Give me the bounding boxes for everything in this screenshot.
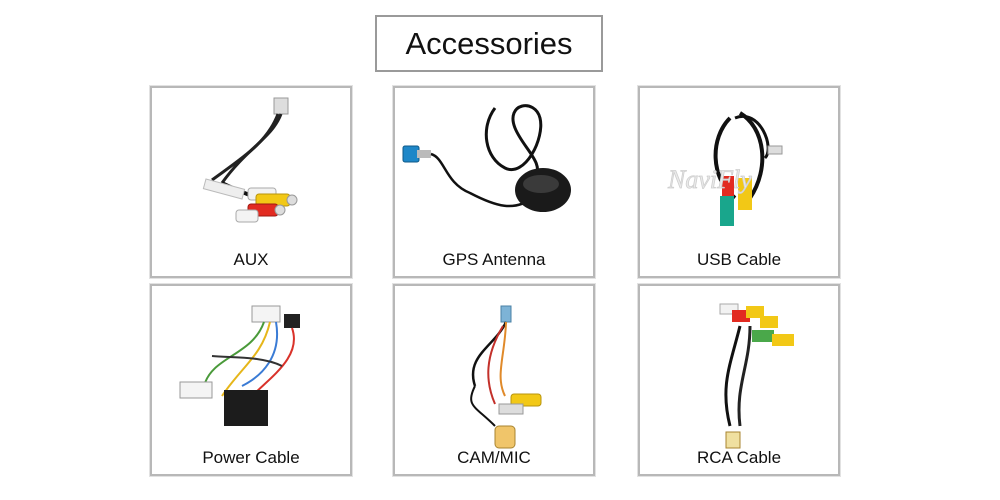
power-cable-image <box>179 305 300 426</box>
page-title: Accessories <box>375 15 603 72</box>
card-label: Power Cable <box>202 448 300 467</box>
gps-antenna-image <box>402 104 571 212</box>
card-label: RCA Cable <box>696 448 782 467</box>
product-card-aux[interactable]: AUX <box>150 86 352 278</box>
cam-mic-cable-image <box>470 305 542 449</box>
card-label: AUX <box>233 250 269 269</box>
product-card-gps-antenna[interactable]: GPS Antenna <box>393 86 595 278</box>
product-card-usb-cable[interactable]: NaviFly USB Cable <box>638 86 840 278</box>
svg-text:NaviFly: NaviFly <box>667 165 752 194</box>
product-card-power-cable[interactable]: Power Cable <box>150 284 352 476</box>
rca-cable-image <box>719 303 794 449</box>
card-label: USB Cable <box>696 250 782 269</box>
usb-cable-image: NaviFly <box>667 111 783 226</box>
product-card-cam-mic[interactable]: CAM/MIC <box>393 284 595 476</box>
aux-cable-image <box>202 97 298 223</box>
card-label: GPS Antenna <box>442 250 546 269</box>
card-label: CAM/MIC <box>457 448 531 467</box>
product-card-rca-cable[interactable]: RCA Cable <box>638 284 840 476</box>
